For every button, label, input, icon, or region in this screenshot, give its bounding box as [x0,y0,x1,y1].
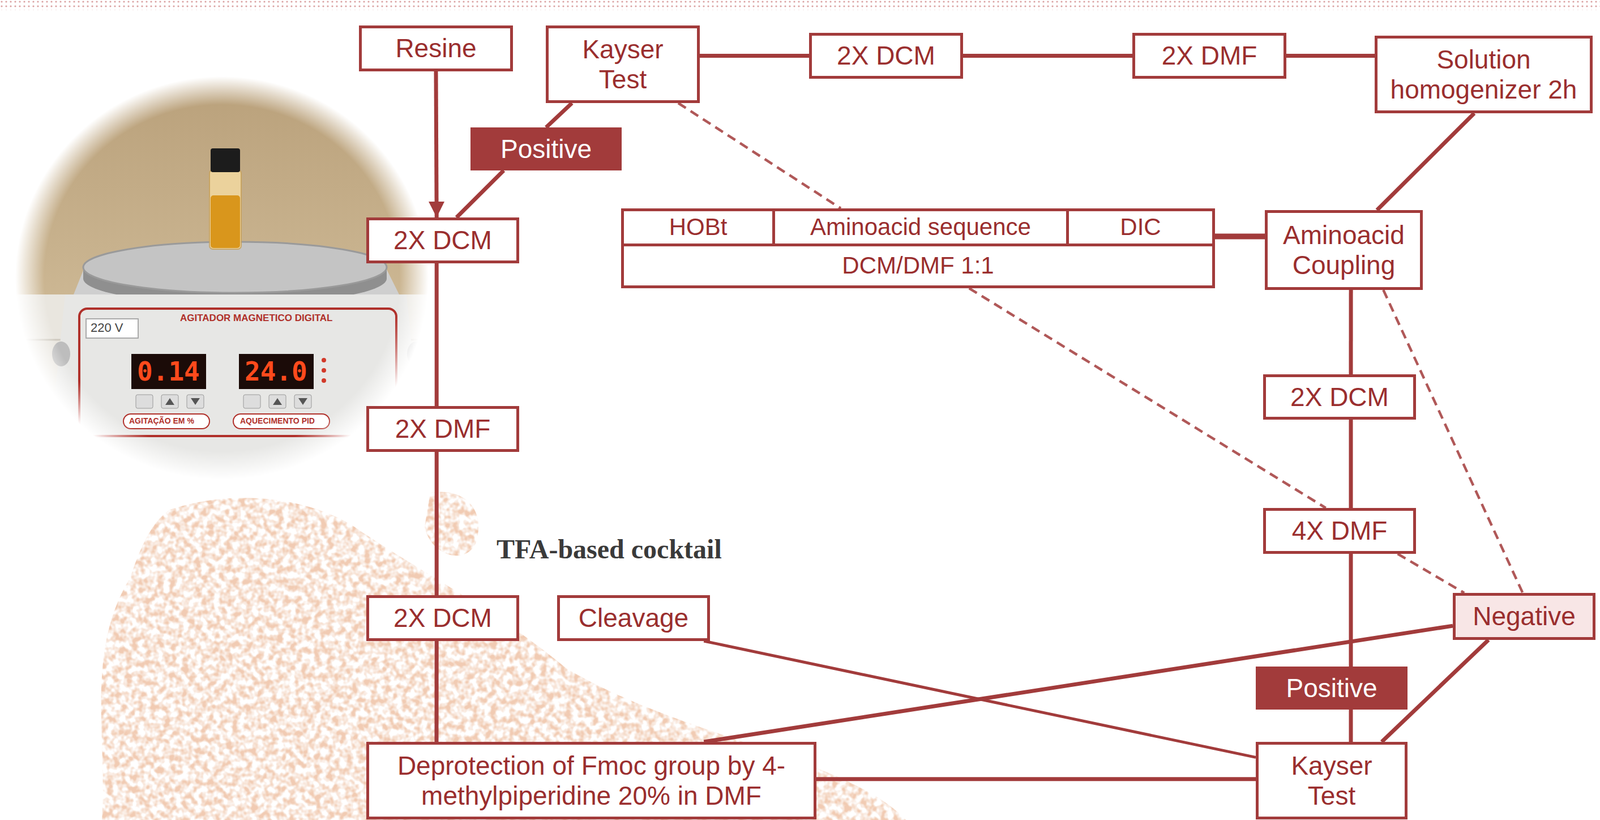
connector [703,640,1256,757]
process-box: 2X DMF [366,405,520,452]
panel-label: AQUECIMENTO PID [240,416,315,425]
button-arrows [165,398,308,405]
node-text: Aminoacid Coupling [1278,220,1410,281]
process-box: 2X DCM [809,32,964,79]
connector [963,53,1133,58]
table-cell: HOBt [623,211,776,247]
connector [434,451,439,596]
node-text: Cleavage [578,602,689,633]
process-box: 2X DCM [366,595,520,641]
vial-liquid [210,195,241,248]
dashed-connector [1397,553,1465,593]
process-box: 2X DCM [366,217,520,264]
process-box: Solution homogenizer 2h [1374,35,1593,114]
process-box: Deprotection of Fmoc group by 4- methylp… [366,741,817,820]
node-text: 2X DMF [1161,40,1258,71]
led-readout: 24.0 [244,358,308,385]
node-text: Deprotection of Fmoc group by 4- methylp… [376,750,807,811]
table-cell: DIC [1068,211,1213,247]
result-tag: Positive [470,127,622,171]
connector [1286,53,1375,58]
connector [1215,233,1265,239]
label-pill [233,413,330,429]
note-label: TFA-based cocktail [496,535,722,563]
device-panel [79,308,397,436]
voltage-label: 220 V [90,321,124,335]
connector [435,71,437,218]
photo-tile-lines [11,294,436,487]
result-tag: Negative [1452,592,1596,640]
connector [1376,113,1475,211]
vial-cap [210,148,241,173]
connector [1349,289,1354,375]
voltage-tag [86,318,139,339]
indicator-led [321,357,327,363]
node-text: 2X DCM [1290,382,1389,413]
process-box: Resine [358,25,513,72]
photo-tiles [11,294,436,487]
label-pill [123,413,210,429]
vial-glass [209,169,242,250]
side-knob [407,341,426,367]
connector [1349,709,1354,742]
node-text: Solution homogenizer 2h [1385,44,1582,105]
node-text: Negative [1472,601,1576,632]
node-text: Positive [1285,673,1377,704]
connector [703,625,1453,742]
process-box: 2X DMF [1132,32,1287,79]
process-box: Kayser Test [1255,741,1408,820]
node-text: Kayser Test [1275,750,1389,811]
node-text: 2X DCM [836,40,936,71]
device-brand-label: AGITADOR MAGNETICO DIGITAL [180,313,333,323]
node-text: Aminoacid sequence [810,213,1031,241]
node-text: Positive [500,134,592,165]
result-tag: Positive [1255,666,1408,710]
panel-button [135,394,153,409]
connector [456,170,504,218]
dotted-band [0,0,1600,11]
node-text: DCM/DMF 1:1 [841,251,994,280]
process-box: Kayser Test [545,25,700,104]
process-box: Cleavage [557,595,710,641]
connector [816,776,1256,781]
texture-blob [101,491,906,820]
node-text: 2X DMF [395,413,491,444]
node-text: HOBt [669,213,728,241]
connector [546,103,573,128]
device-body [45,294,426,487]
panel-label: AGITAÇÃO EM % [129,416,195,425]
indicator-led [321,368,327,373]
dashed-connector [678,103,841,209]
node-text: DIC [1119,213,1161,241]
process-box: Aminoacid Coupling [1264,210,1423,290]
connector [434,263,439,406]
texture-blob-shape [424,491,479,556]
node-text: 2X DCM [393,602,493,633]
led-readout: 0.14 [137,358,200,385]
connector [699,53,810,58]
connector [1349,553,1354,667]
panel-button [243,394,261,409]
node-text: Kayser Test [566,34,680,95]
node-text: 4X DMF [1292,515,1388,546]
connector [1349,419,1354,508]
table-footer-area: DCM/DMF 1:1 [623,246,1213,286]
reagent-table: DCM/DMF 1:1 HOBt Aminoacid sequence DIC [621,208,1216,289]
table-cell: Aminoacid sequence [775,211,1069,247]
led-display [238,353,314,389]
process-box: 4X DMF [1263,507,1416,554]
node-text: Resine [395,33,477,64]
node-text: 2X DCM [393,225,493,256]
connector [434,640,439,742]
process-box: 2X DCM [1263,374,1416,420]
side-knob [52,341,71,367]
led-display [131,353,207,389]
indicator-led [321,378,327,383]
